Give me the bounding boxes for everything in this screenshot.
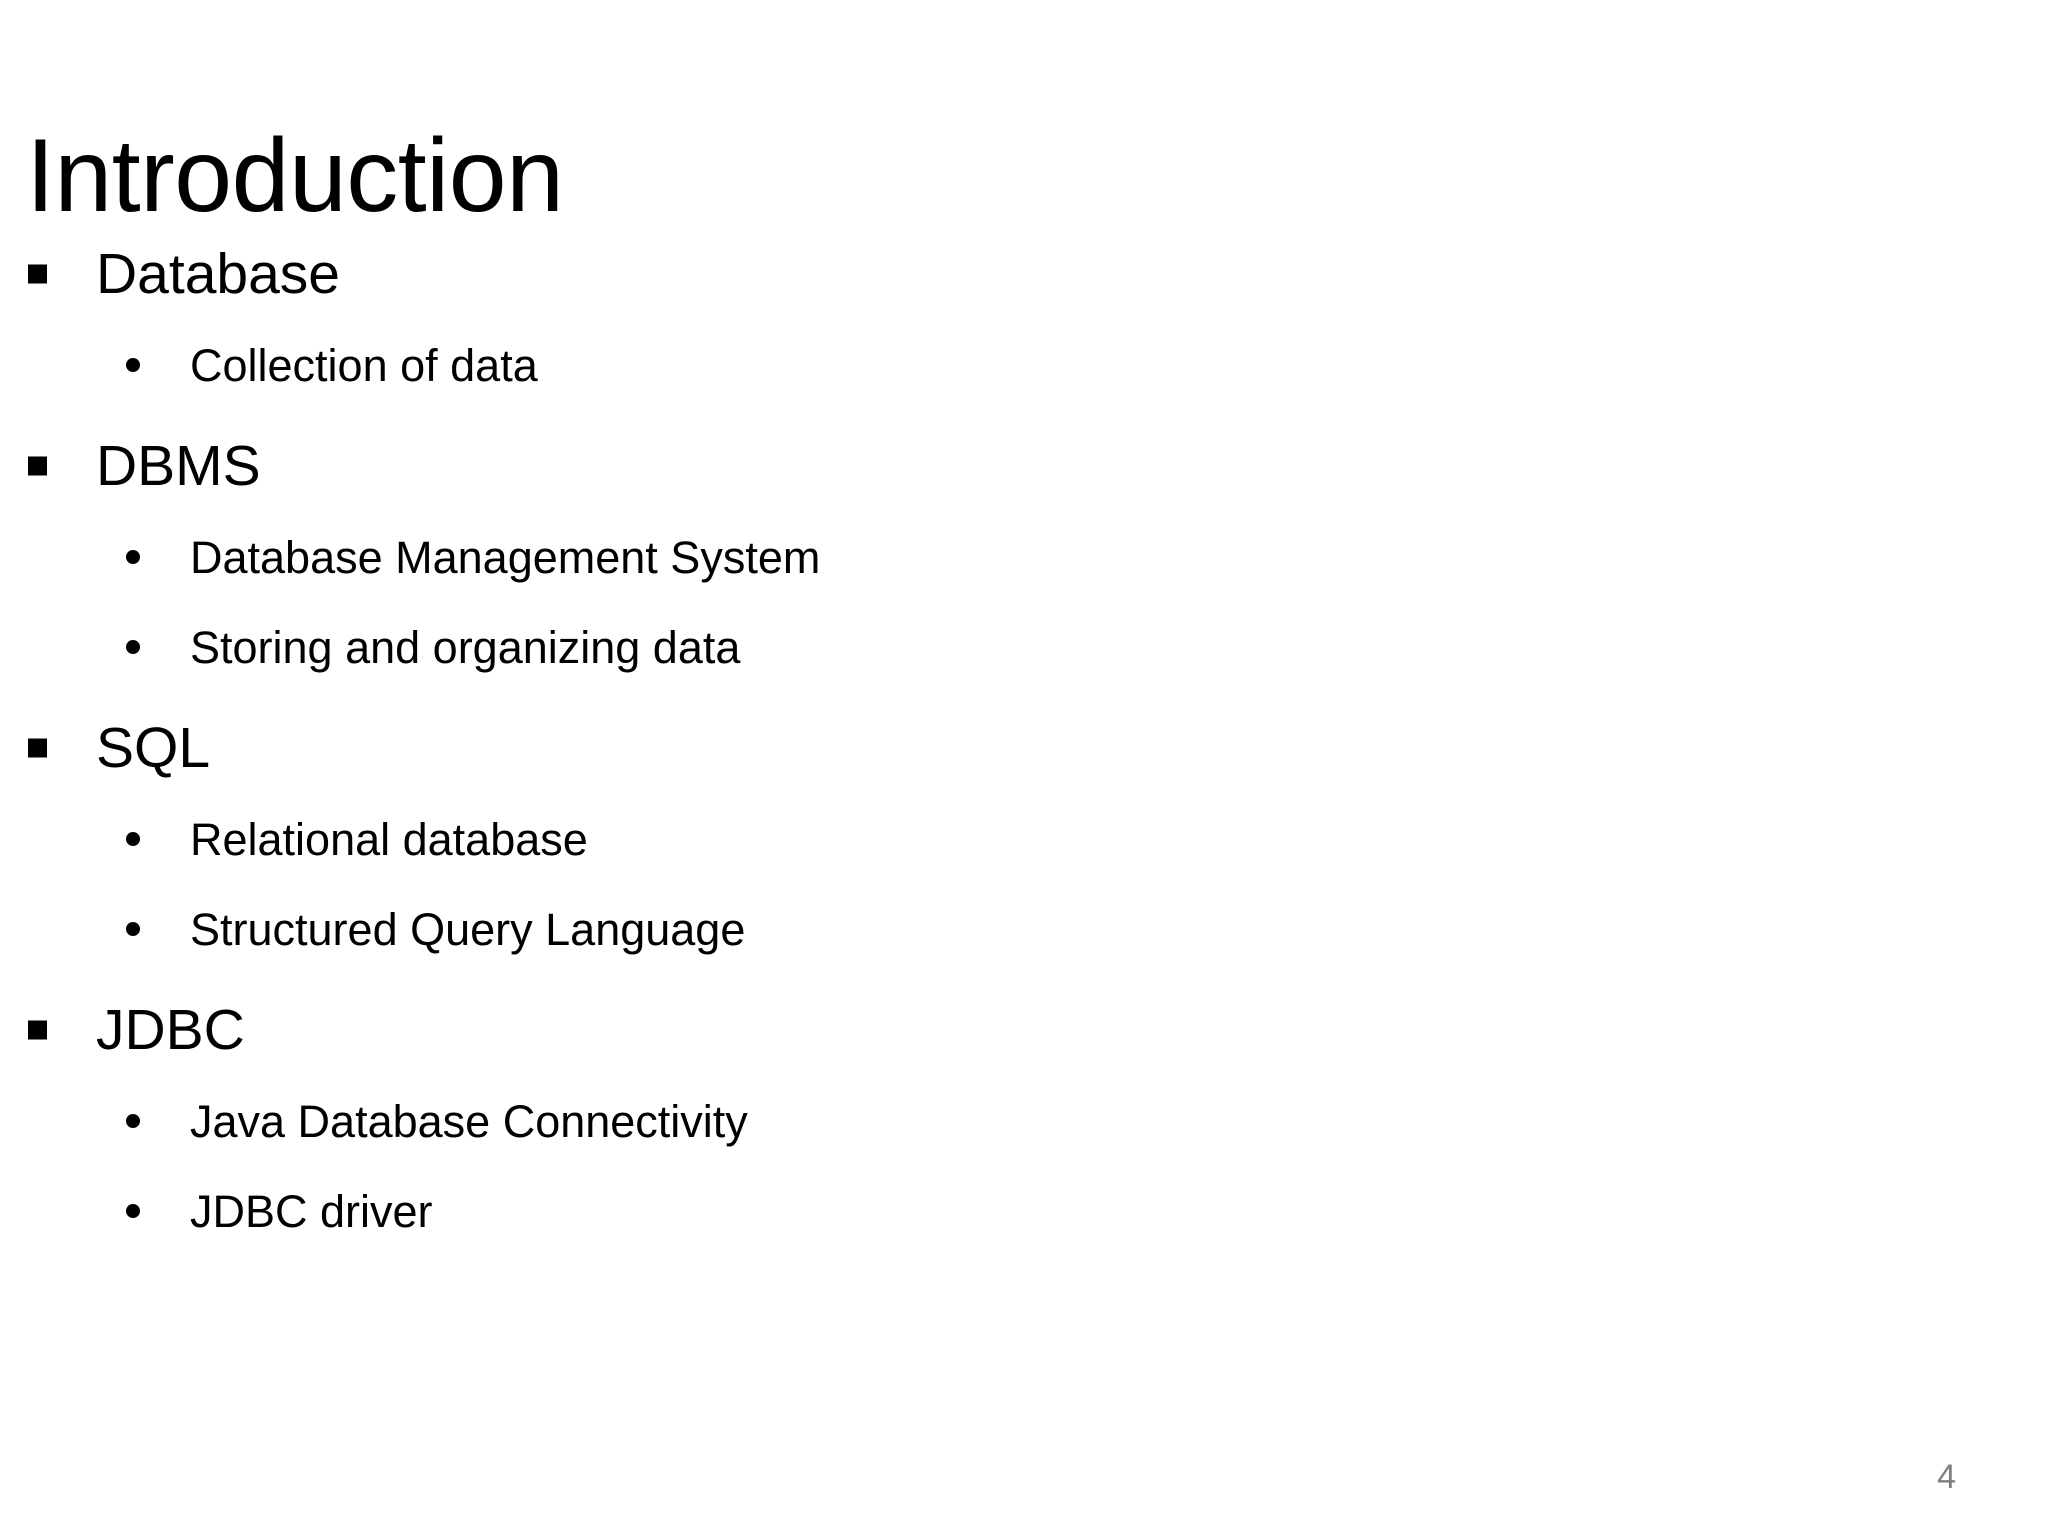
list-item[interactable]: Java Database Connectivity: [0, 1076, 1900, 1166]
list-item-label: JDBC driver: [190, 1185, 433, 1237]
page-title: Introduction: [26, 117, 564, 234]
list-item-label: Database Management System: [190, 531, 821, 583]
list-item[interactable]: Storing and organizing data: [0, 602, 1900, 692]
list-item-label: JDBC: [96, 997, 245, 1062]
square-bullet-icon: [28, 264, 47, 284]
square-bullet-icon: [28, 456, 47, 476]
list-item-label: SQL: [96, 715, 211, 780]
dot-bullet-icon: [126, 922, 140, 936]
slide-number: 4: [1937, 1458, 1956, 1496]
list-item-label: Structured Query Language: [190, 903, 746, 955]
list-item-label: Collection of data: [190, 339, 538, 391]
square-bullet-icon: [28, 1020, 47, 1040]
dot-bullet-icon: [126, 1114, 140, 1128]
list-item[interactable]: JDBC: [0, 984, 1900, 1076]
list-item-label: Java Database Connectivity: [190, 1095, 748, 1147]
dot-bullet-icon: [126, 1204, 140, 1218]
list-item[interactable]: Collection of data: [0, 320, 1900, 410]
dot-bullet-icon: [126, 640, 140, 654]
bullet-list: Database Collection of data DBMS Databas…: [0, 228, 1900, 1256]
list-item[interactable]: JDBC driver: [0, 1166, 1900, 1256]
list-item-label: Relational database: [190, 813, 588, 865]
dot-bullet-icon: [126, 550, 140, 564]
list-item[interactable]: SQL: [0, 702, 1900, 794]
list-item[interactable]: DBMS: [0, 420, 1900, 512]
list-item[interactable]: Database: [0, 228, 1900, 320]
dot-bullet-icon: [126, 832, 140, 846]
list-item[interactable]: Relational database: [0, 794, 1900, 884]
list-item-label: Database: [96, 241, 341, 306]
list-item-label: DBMS: [96, 433, 261, 498]
list-item[interactable]: Database Management System: [0, 512, 1900, 602]
square-bullet-icon: [28, 738, 47, 758]
list-item[interactable]: Structured Query Language: [0, 884, 1900, 974]
dot-bullet-icon: [126, 358, 140, 372]
list-item-label: Storing and organizing data: [190, 621, 741, 673]
